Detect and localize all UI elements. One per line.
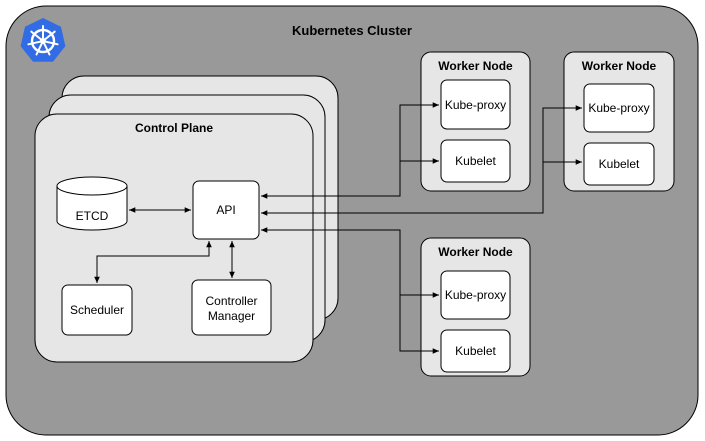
kubelet-label: Kubelet: [599, 157, 640, 171]
etcd-database: ETCD: [56, 176, 128, 231]
kube-proxy-box: [583, 83, 655, 133]
etcd-label: ETCD: [76, 209, 109, 223]
kube-proxy-label: Kube-proxy: [588, 101, 649, 115]
connector-api-worker3-kube-proxy: [261, 227, 439, 298]
kube-proxy-label: Kube-proxy: [445, 98, 506, 112]
kubernetes-logo-icon: [20, 18, 66, 62]
worker-node-3: Worker Node Kube-proxy Kubelet: [420, 237, 531, 377]
kubelet-box: [440, 329, 511, 373]
scheduler-box: [61, 284, 133, 336]
api-label: API: [216, 203, 235, 217]
kubelet-label: Kubelet: [455, 344, 496, 358]
kube-proxy-box: [440, 270, 511, 320]
worker-node-1: Worker Node Kube-proxy Kubelet: [420, 51, 531, 192]
worker-node-title: Worker Node: [438, 245, 513, 259]
cluster-title: Kubernetes Cluster: [292, 23, 412, 38]
connector-api-worker3-kubelet: [399, 295, 439, 354]
worker-node-title: Worker Node: [582, 59, 657, 73]
connector-api-worker2-kube-proxy: [261, 105, 582, 216]
kubelet-label: Kubelet: [455, 154, 496, 168]
control-plane-title: Control Plane: [135, 121, 213, 135]
scheduler-label: Scheduler: [70, 303, 124, 317]
controller-manager-label-line2: Manager: [208, 309, 255, 323]
controller-manager-label-line1: Controller: [205, 294, 257, 308]
api-box: [192, 180, 260, 240]
worker-node-title: Worker Node: [438, 59, 513, 73]
controller-manager-box: [191, 279, 272, 336]
kube-proxy-label: Kube-proxy: [445, 288, 506, 302]
connector-api-scheduler: [94, 241, 212, 283]
worker-node-2: Worker Node Kube-proxy Kubelet: [563, 51, 675, 192]
kubelet-box: [583, 142, 655, 186]
